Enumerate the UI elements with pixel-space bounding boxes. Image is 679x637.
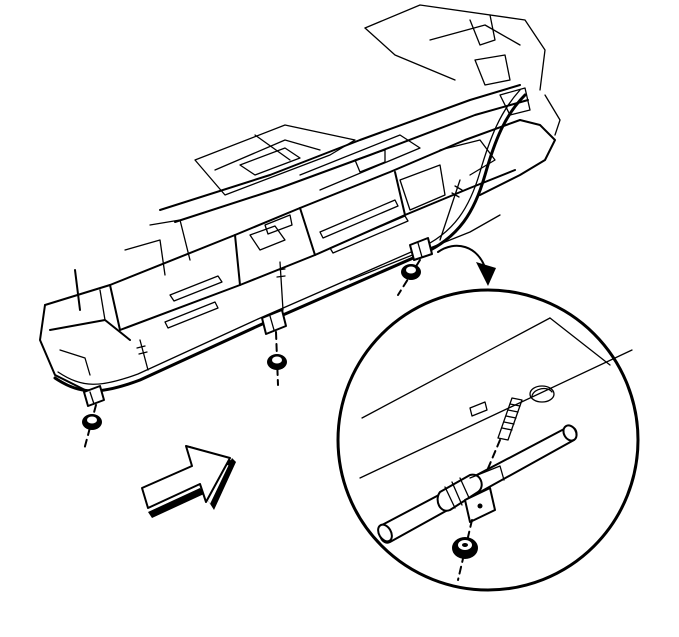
front-direction-arrow — [141, 445, 236, 518]
push-nut-center — [267, 331, 287, 386]
detail-magnifier-circle — [336, 288, 640, 592]
detail-retainer-clip — [436, 465, 505, 523]
retainer-clip-right — [409, 237, 433, 261]
retainer-clip-center — [261, 309, 287, 335]
detail-push-nut — [452, 519, 478, 581]
vehicle-underbody — [39, 4, 561, 396]
stud-right — [439, 179, 463, 241]
detail-stud — [483, 397, 523, 479]
stud-left — [136, 339, 149, 371]
push-nut-left — [82, 404, 102, 451]
push-nut-right — [397, 259, 421, 296]
retainer-clip-left — [83, 385, 105, 407]
callout-arrow — [437, 244, 496, 286]
stud-center — [276, 261, 286, 311]
